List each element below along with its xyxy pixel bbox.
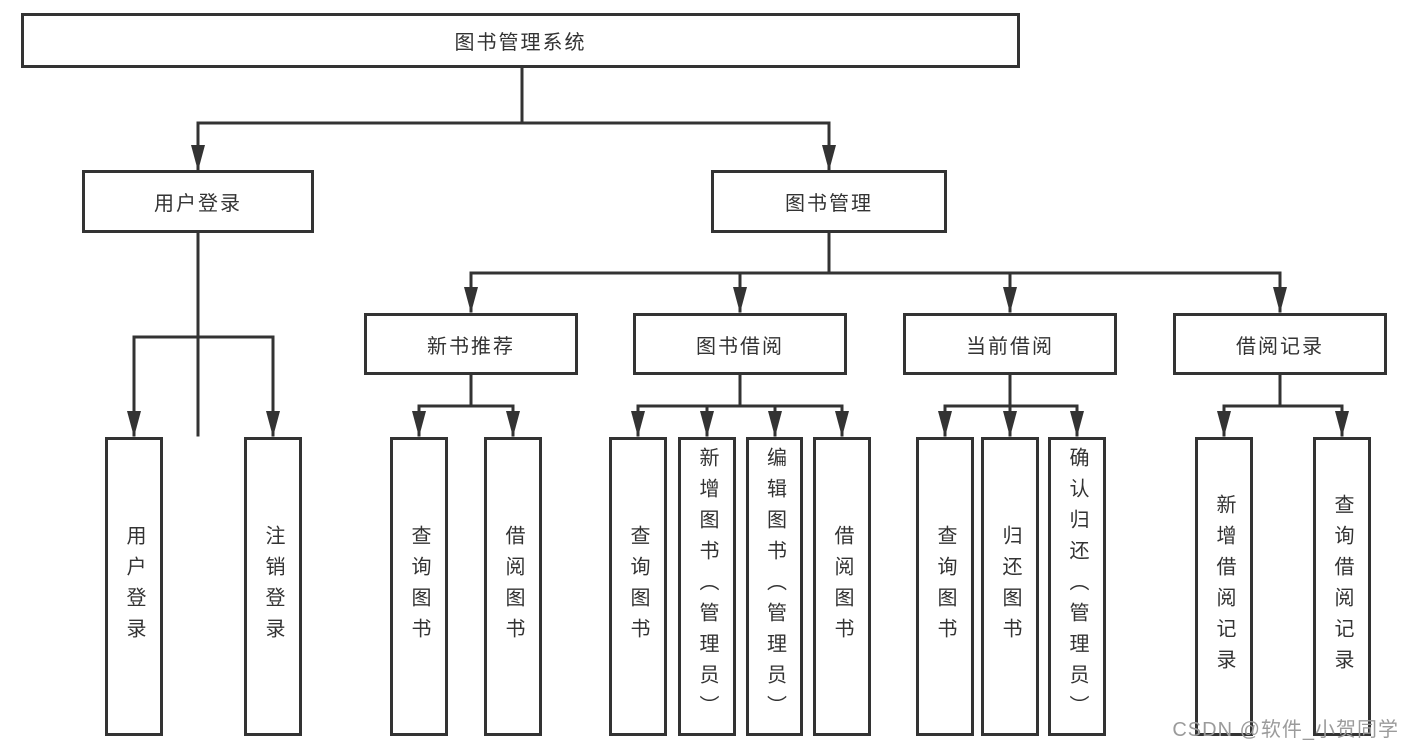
leaf-edit-books-admin: 编辑图书（管理员） (746, 437, 803, 736)
leaf-borrow-books-1: 借阅图书 (484, 437, 542, 736)
trunk-level1-lines (196, 66, 831, 437)
node-book-borrow: 图书借阅 (633, 313, 847, 375)
node-new-book-recommend: 新书推荐 (364, 313, 578, 375)
leaf-user-login: 用户登录 (105, 437, 163, 736)
leaf-logout: 注销登录 (244, 437, 302, 736)
new-book-branch-lines (417, 373, 515, 437)
leaf-add-borrow-record: 新增借阅记录 (1195, 437, 1253, 736)
node-library-system: 图书管理系统 (21, 13, 1020, 68)
node-current-borrow: 当前借阅 (903, 313, 1117, 375)
leaf-return-books: 归还图书 (981, 437, 1039, 736)
leaf-confirm-return-admin: 确认归还（管理员） (1048, 437, 1106, 736)
leaf-query-books-1: 查询图书 (390, 437, 448, 736)
leaf-add-books-admin: 新增图书（管理员） (678, 437, 736, 736)
book-borrow-branch-lines (636, 373, 844, 437)
arrowheads (127, 145, 1349, 437)
leaf-borrow-books-2: 借阅图书 (813, 437, 871, 736)
leaf-query-borrow-record: 查询借阅记录 (1313, 437, 1371, 736)
borrow-record-branch-lines (1222, 373, 1344, 437)
csdn-watermark: CSDN @软件_小贺同学 (1172, 719, 1399, 741)
leaf-query-books-3: 查询图书 (916, 437, 974, 736)
leaf-query-books-2: 查询图书 (609, 437, 667, 736)
node-book-management: 图书管理 (711, 170, 947, 233)
node-user-login: 用户登录 (82, 170, 314, 233)
user-login-branch-lines (132, 231, 275, 437)
book-mgmt-branch-lines (469, 231, 1282, 313)
node-borrow-record: 借阅记录 (1173, 313, 1387, 375)
